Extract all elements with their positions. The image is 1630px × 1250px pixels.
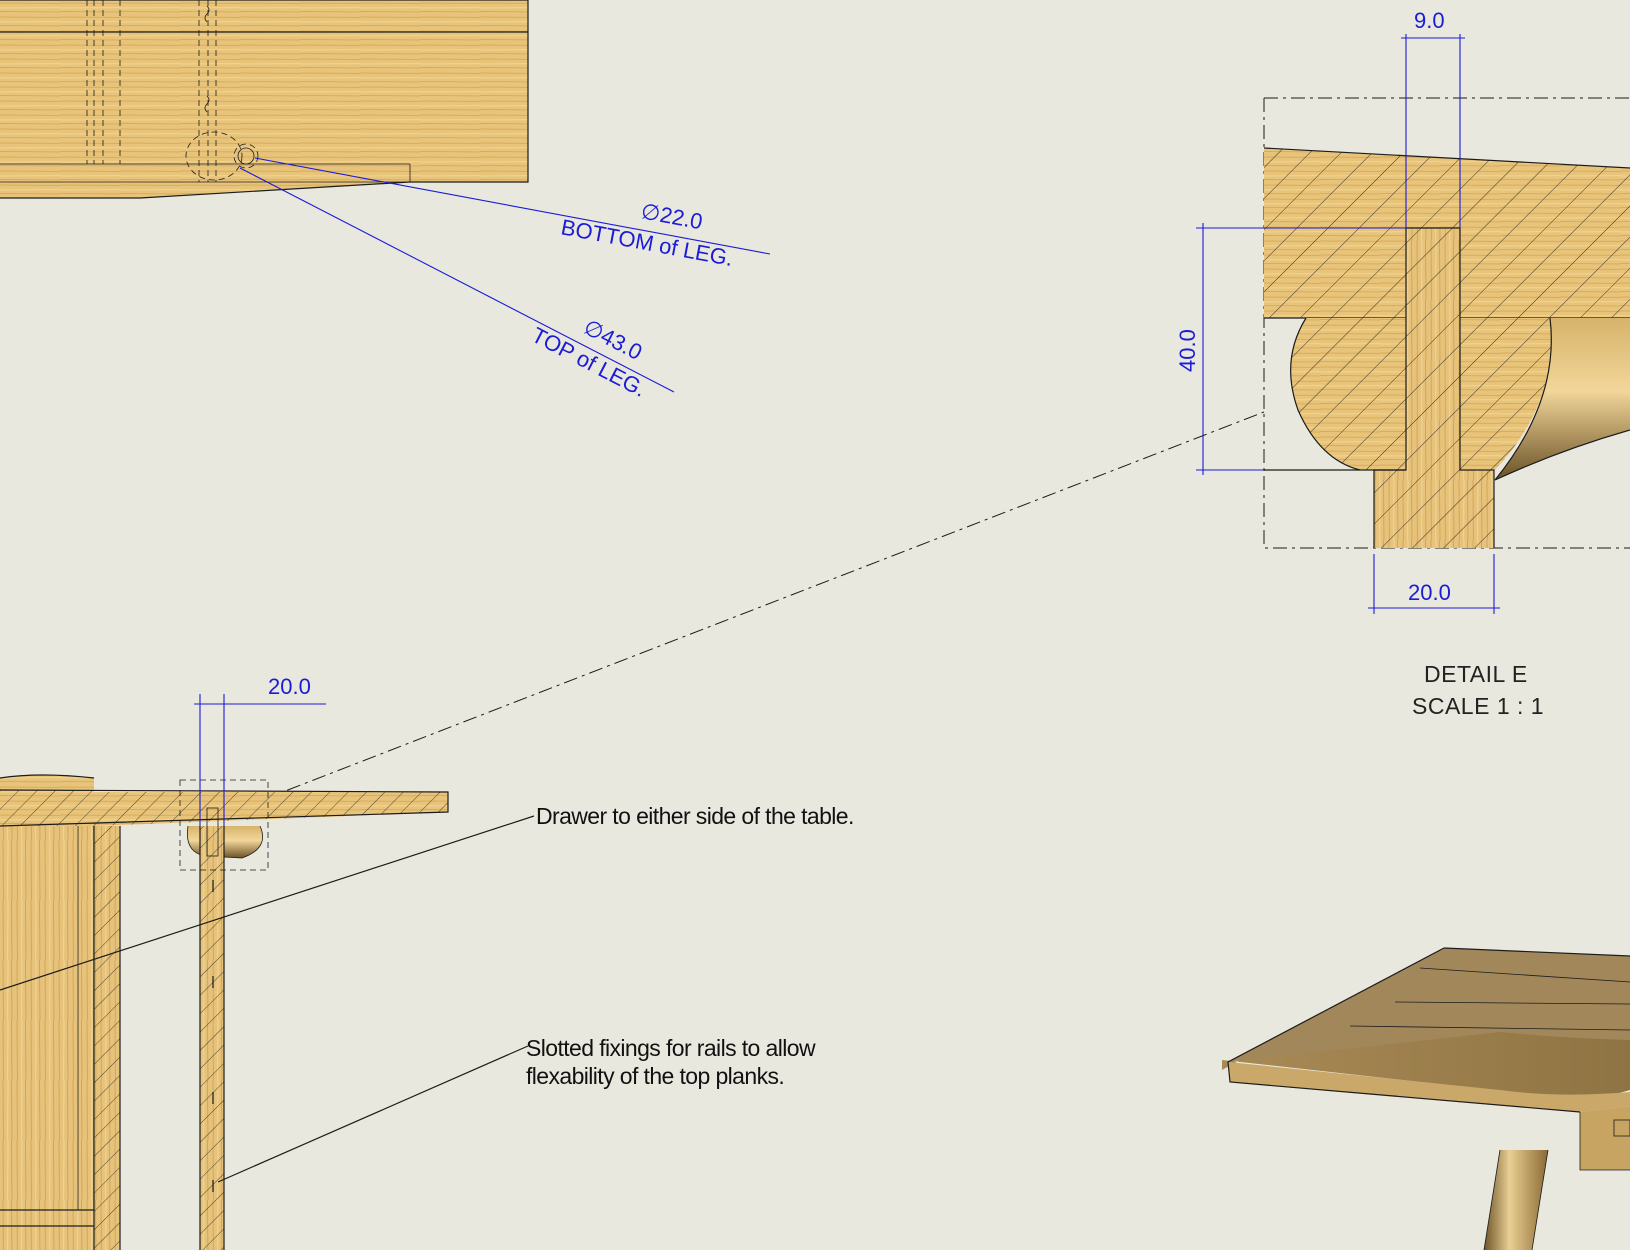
table-perspective-view (1222, 947, 1630, 1250)
detail-scale: SCALE 1 : 1 (1412, 693, 1544, 719)
detail-width-top: 9.0 (1414, 8, 1445, 33)
drawer-note: Drawer to either side of the table. (536, 803, 854, 829)
side-section: 20.0 (0, 674, 449, 1250)
detail-title: DETAIL E (1424, 661, 1528, 687)
detail-width-bottom: 20.0 (1408, 580, 1451, 605)
annotations: Drawer to either side of the table. Slot… (0, 803, 854, 1183)
table-top-elevation (0, 0, 529, 199)
detail-height: 40.0 (1175, 329, 1200, 372)
slotted-note-line1: Slotted fixings for rails to allow (526, 1035, 816, 1061)
bottom-leg-diameter: ∅22.0 (639, 198, 705, 234)
section-width: 20.0 (268, 674, 311, 699)
slotted-note-line2: flexability of the top planks. (526, 1063, 784, 1089)
leg-callouts: ∅22.0 BOTTOM of LEG. ∅43.0 TOP of LEG. (239, 157, 771, 402)
detail-leader (261, 411, 1265, 801)
detail-e-section: 9.0 40.0 20.0 DETAIL E SCALE 1 : 1 (1175, 8, 1630, 719)
